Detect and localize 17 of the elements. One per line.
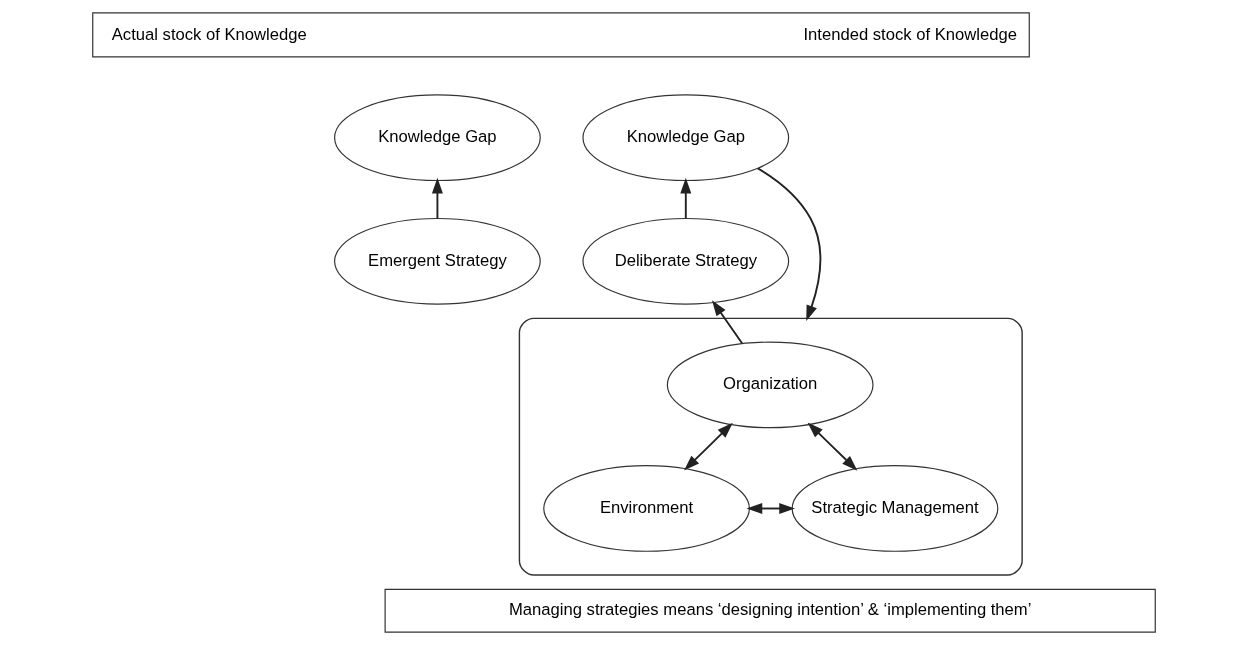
arrow xyxy=(679,177,691,220)
arrow xyxy=(711,300,743,345)
arrow xyxy=(431,177,443,220)
cluster xyxy=(518,317,1023,576)
node-ellipse: Environment xyxy=(542,465,750,552)
node-ellipse: Strategic Management xyxy=(791,465,998,552)
node-ellipse: Knowledge Gap xyxy=(333,94,541,182)
node-box: Actual stock of Knowledge Intended stock of Knowledge xyxy=(91,12,1030,58)
node-ellipse: Knowledge Gap xyxy=(581,94,789,182)
arrow xyxy=(746,503,795,514)
arrow xyxy=(807,422,857,471)
arrow xyxy=(683,422,733,471)
node-box: Managing strategies means ‘designing intention’ & ‘implementing them’ xyxy=(384,588,1156,633)
arrow xyxy=(756,167,821,322)
node-ellipse: Emergent Strategy xyxy=(333,217,541,305)
node-ellipse: Deliberate Strategy xyxy=(581,217,789,305)
node-ellipse: Organization xyxy=(666,341,874,429)
